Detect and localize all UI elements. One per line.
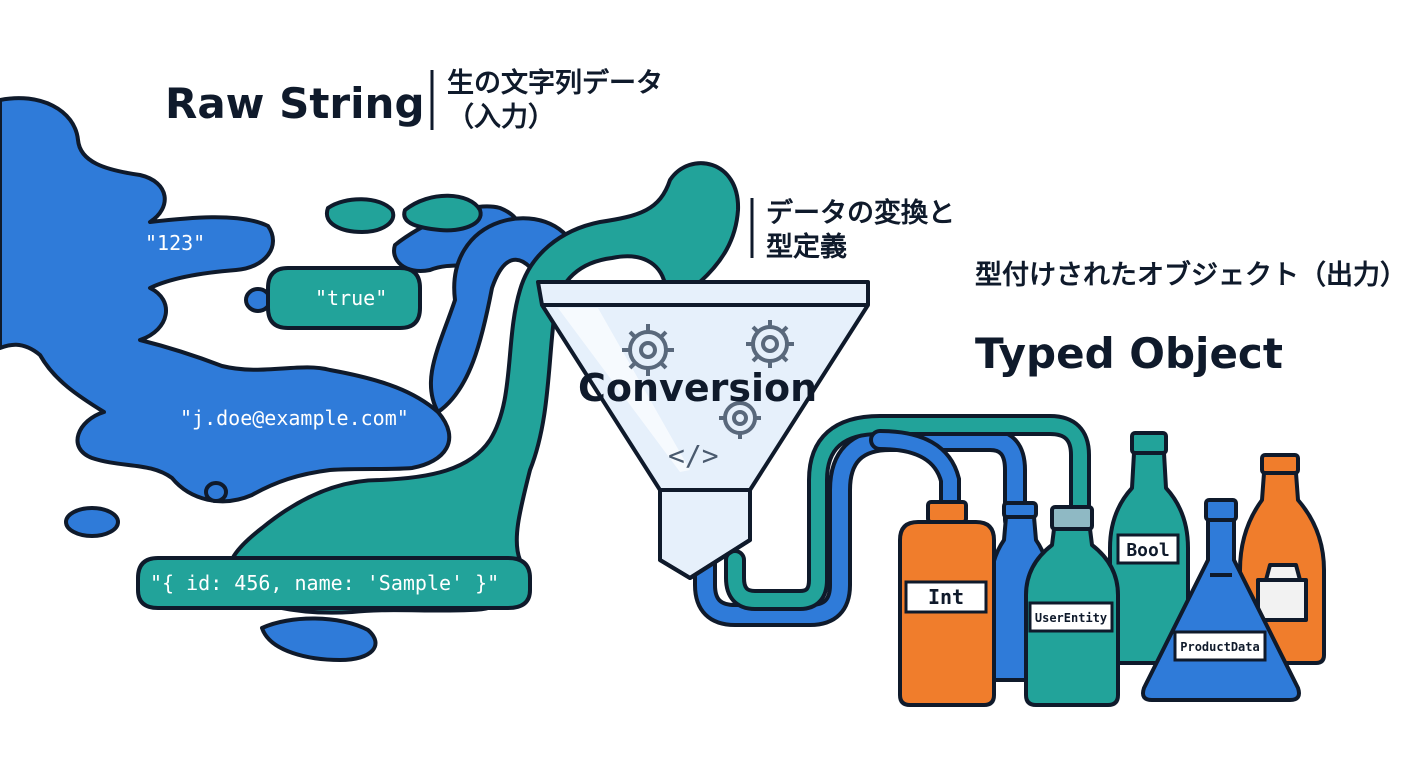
sample-string-boolean: "true": [315, 286, 387, 310]
gear-icon: [719, 397, 761, 439]
output-tubes: [693, 414, 1091, 627]
int-label: Int: [928, 585, 964, 609]
bool-label: Bool: [1126, 540, 1169, 561]
conversion-title: Conversion: [578, 366, 817, 410]
bool-label-tag: [1116, 533, 1180, 565]
productdata-label-tag: [1173, 630, 1267, 662]
teal-splash: [136, 161, 741, 615]
raw-string-title: Raw String: [165, 79, 425, 128]
raw-string-caption-line2: （入力）: [447, 102, 555, 133]
userentity-label-tag: [1028, 601, 1114, 633]
raw-string-caption-line1: 生の文字列データ: [447, 67, 663, 99]
process-caption-line1: データの変換と: [766, 197, 955, 229]
userentity-label: UserEntity: [1035, 611, 1107, 625]
code-icon: </>: [668, 439, 719, 472]
conversion-funnel: [536, 280, 870, 580]
sample-string-number: "123": [145, 231, 205, 255]
blue-splash: [0, 96, 580, 662]
gear-icon: [746, 320, 794, 368]
typed-object-title: Typed Object: [975, 329, 1283, 378]
process-caption-line2: 型定義: [766, 231, 847, 263]
sample-string-object: "{ id: 456, name: 'Sample' }": [150, 571, 499, 595]
int-label-tag: [904, 580, 988, 614]
sample-string-email: "j.doe@example.com": [180, 406, 409, 430]
typed-object-caption: 型付けされたオブジェクト（出力）: [975, 259, 1407, 291]
gear-icon: [622, 324, 674, 376]
productdata-label: ProductData: [1180, 640, 1259, 654]
